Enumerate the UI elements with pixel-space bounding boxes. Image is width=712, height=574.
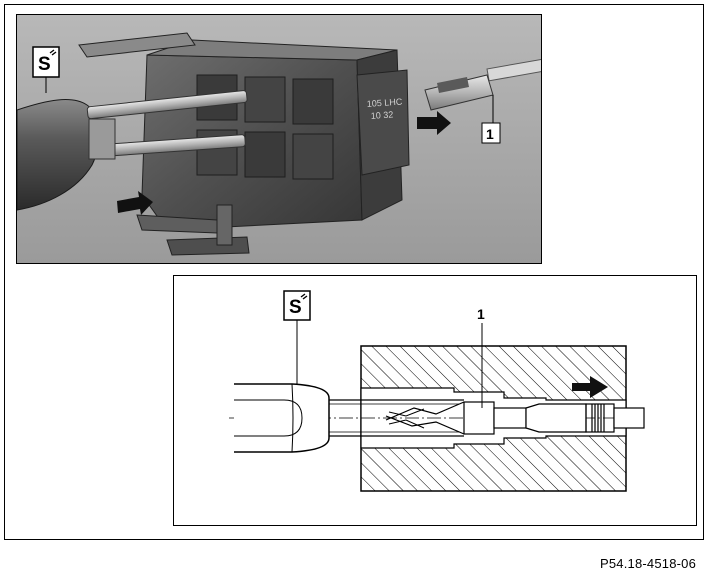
photo-panel: 105 LHC 10 32 1 S bbox=[16, 14, 542, 264]
tool-symbol-icon: S bbox=[283, 290, 311, 321]
contact-pin-body bbox=[493, 403, 645, 433]
figure-reference-code: P54.18-4518-06 bbox=[600, 556, 697, 571]
arrow-right-icon bbox=[117, 191, 153, 215]
photo-illustration: 105 LHC 10 32 1 S bbox=[17, 15, 541, 263]
housing-text-line1: 105 LHC bbox=[366, 97, 403, 109]
tool-symbol-icon: S bbox=[32, 46, 60, 78]
figure-frame bbox=[4, 4, 704, 540]
housing-text-line2: 10 32 bbox=[370, 109, 393, 121]
callout-number-label: 1 bbox=[477, 306, 485, 322]
arrow-right-icon bbox=[417, 111, 451, 135]
tool-shaft bbox=[234, 383, 464, 453]
tool-handle bbox=[17, 90, 248, 211]
contact-spring bbox=[385, 401, 495, 435]
callout-box bbox=[481, 122, 501, 144]
technical-drawing: 1 S bbox=[229, 290, 645, 492]
tool-symbol-label: S bbox=[38, 54, 51, 75]
drawing-panel: 1 S bbox=[173, 275, 697, 526]
connector-rear-block: 105 LHC 10 32 bbox=[356, 69, 410, 176]
contact-pin bbox=[424, 58, 541, 111]
callout-number-label: 1 bbox=[486, 126, 494, 142]
tool-symbol-label: S bbox=[289, 297, 302, 318]
arrow-right-icon bbox=[572, 376, 608, 398]
